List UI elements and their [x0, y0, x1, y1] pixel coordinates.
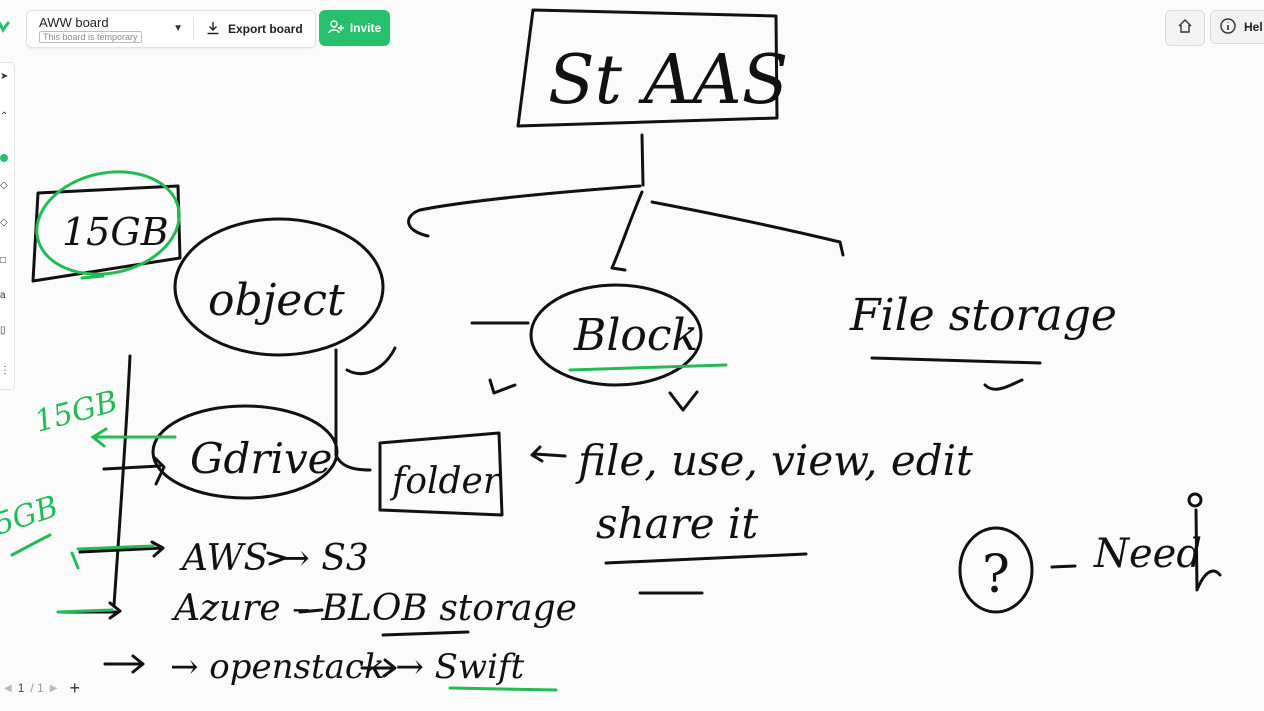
file-underline [870, 356, 1042, 365]
need-label: Need [1093, 531, 1202, 577]
vertical-line [112, 354, 132, 607]
object-ellipse [173, 217, 385, 357]
size-label: 15GB [62, 210, 169, 254]
gdrive-ellipse [151, 404, 339, 500]
sticky-note-icon[interactable]: ▯ [0, 324, 6, 336]
object-label: object [208, 275, 345, 326]
aww-logo-icon[interactable] [0, 20, 10, 41]
tree-line [610, 190, 644, 272]
block-note: file, use, view, edit [575, 436, 973, 485]
folder-box [378, 431, 504, 517]
download-icon [206, 21, 220, 38]
arrow [360, 658, 397, 678]
brush-tool-icon[interactable]: ◇ [0, 179, 8, 191]
blob-underline [381, 630, 470, 637]
prev-page-icon[interactable]: ◀ [4, 682, 12, 694]
home-button[interactable] [1165, 10, 1205, 46]
side-label-2: 5GB [0, 489, 62, 542]
chevron-down-icon[interactable]: ▼ [173, 23, 183, 34]
tree-line [640, 133, 645, 187]
question-label: ? [982, 545, 1010, 605]
side-label-1: 15GB [31, 384, 121, 440]
openstack-label: → openstack → Swift [170, 647, 525, 687]
title-text: St AAS [548, 41, 788, 120]
dash [298, 608, 324, 614]
block-ellipse [529, 283, 703, 387]
home-icon [1177, 18, 1193, 39]
arrow [103, 654, 145, 674]
temporary-badge: This board is temporary [39, 31, 142, 43]
more-tools-icon[interactable]: ⋮ [0, 364, 10, 376]
info-icon [1220, 17, 1236, 37]
check-mark [983, 378, 1024, 391]
highlight-circle [35, 170, 181, 276]
gdrive-label: Gdrive [190, 434, 333, 483]
title-box [516, 8, 779, 128]
color-dot-icon[interactable] [0, 151, 12, 165]
help-label: Hel [1244, 20, 1263, 34]
arrow [530, 445, 567, 463]
aws-label: AWS → S3 [179, 538, 369, 579]
current-page: 1 [17, 681, 25, 695]
highlight-line [10, 533, 52, 557]
highlight-line [70, 544, 155, 570]
eraser-tool-icon[interactable]: ◇ [0, 216, 8, 228]
need-dot [1187, 492, 1203, 508]
block-label: Block [573, 310, 698, 361]
highlight-arrow [90, 427, 177, 448]
block-note-2: share it [596, 499, 758, 548]
tree-line [407, 184, 642, 238]
size-box [31, 184, 182, 283]
add-page-icon[interactable]: + [69, 677, 80, 698]
need-tick [1194, 508, 1222, 592]
total-pages: / 1 [30, 681, 44, 695]
pen-tool-icon[interactable]: ⌃ [0, 110, 9, 122]
invite-label: Invite [349, 21, 382, 35]
arrow [266, 551, 287, 566]
export-board-button[interactable]: Export board [194, 11, 315, 47]
add-user-icon [328, 19, 344, 37]
arrow [78, 540, 165, 558]
check-mark [488, 378, 517, 395]
divider [193, 18, 194, 40]
question-circle [958, 526, 1034, 614]
share-underline [604, 552, 808, 565]
highlight-line [56, 608, 114, 614]
folder-label: folder [389, 461, 502, 502]
tree-line [650, 200, 845, 257]
board-toolbar: AWW board This board is temporary ▼ Expo… [26, 10, 316, 48]
text-tool-icon[interactable]: a [0, 289, 6, 301]
highlight-underline [568, 363, 728, 372]
arrow [102, 456, 166, 486]
drawing-tools: ➤ ⌃ ◇ ◇ □ a ▯ ⋮ [0, 62, 15, 390]
azure-label: Azure – BLOB storage [171, 588, 577, 629]
board-name-selector[interactable]: AWW board This board is temporary ▼ [27, 11, 193, 47]
check-mark [345, 346, 397, 376]
board-title: AWW board [39, 15, 109, 30]
vertical-line [334, 348, 372, 472]
file-storage-label: File storage [849, 290, 1117, 341]
highlight-underline [448, 686, 558, 692]
page-navigator: ◀ 1 / 1 ▶ + [0, 674, 80, 702]
shape-tool-icon[interactable]: □ [0, 254, 7, 266]
next-page-icon[interactable]: ▶ [49, 682, 58, 694]
check-mark [668, 390, 699, 412]
highlight-underline [80, 274, 105, 280]
dash [1050, 564, 1077, 569]
export-label: Export board [228, 22, 303, 36]
help-button[interactable]: Hel [1210, 10, 1264, 44]
select-tool-icon[interactable]: ➤ [0, 70, 9, 82]
invite-button[interactable]: Invite [319, 10, 390, 46]
